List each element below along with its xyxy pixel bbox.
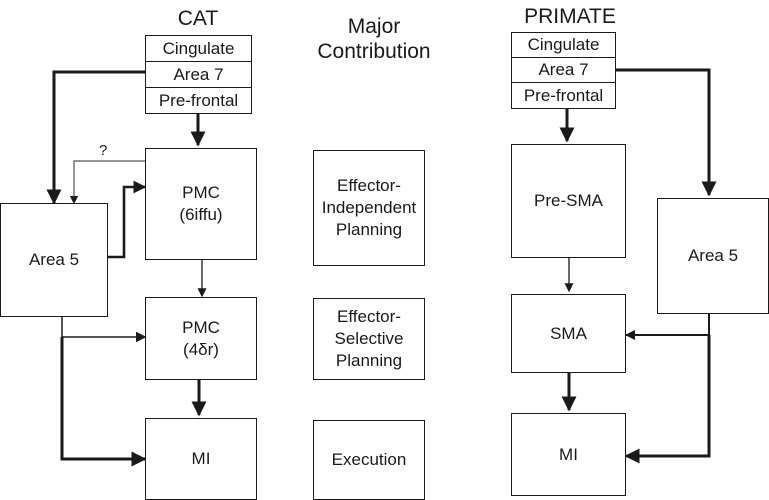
execution: Execution xyxy=(313,420,425,500)
cat-header: CAT xyxy=(177,7,219,30)
cat-prefrontal: Pre-frontal xyxy=(145,87,252,114)
cat-cingulate: Cingulate xyxy=(145,35,252,62)
arrow-cat-area5-to-pmc4 xyxy=(61,317,147,343)
primate-sma: SMA xyxy=(511,294,626,373)
arrow-pri-area7-to-area5 xyxy=(616,68,717,197)
cat-pmc-4dr: PMC (4δr) xyxy=(145,297,257,380)
primate-area5: Area 5 xyxy=(657,198,769,314)
primate-presma: Pre-SMA xyxy=(511,144,626,258)
primate-mi: MI xyxy=(511,413,626,496)
arrow-cat-area5-to-mi xyxy=(60,337,147,467)
primate-cingulate: Cingulate xyxy=(511,32,616,58)
cat-mi: MI xyxy=(145,418,257,500)
primate-header: PRIMATE xyxy=(524,5,616,28)
primate-prefrontal: Pre-frontal xyxy=(511,82,616,109)
primate-area7: Area 7 xyxy=(511,57,616,83)
effector-selective-planning: Effector- Selective Planning xyxy=(313,298,425,380)
cat-area5: Area 5 xyxy=(0,203,108,317)
arrow-pri-area5-to-sma xyxy=(625,314,710,340)
arrow-cat-area7-to-area5 xyxy=(46,70,145,205)
arrow-cat-pmc-to-area5-question xyxy=(69,160,145,205)
arrow-pri-area5-to-mi xyxy=(624,335,711,464)
cat-pmc-6iffu: PMC (6iffu) xyxy=(145,148,257,260)
arrow-cat-area5-to-pmc xyxy=(108,180,147,259)
question-mark-label: ? xyxy=(99,142,108,159)
major-contribution-header: Major Contribution xyxy=(317,15,431,63)
effector-independent-planning: Effector- Independent Planning xyxy=(313,150,425,266)
cat-area7: Area 7 xyxy=(145,61,252,88)
